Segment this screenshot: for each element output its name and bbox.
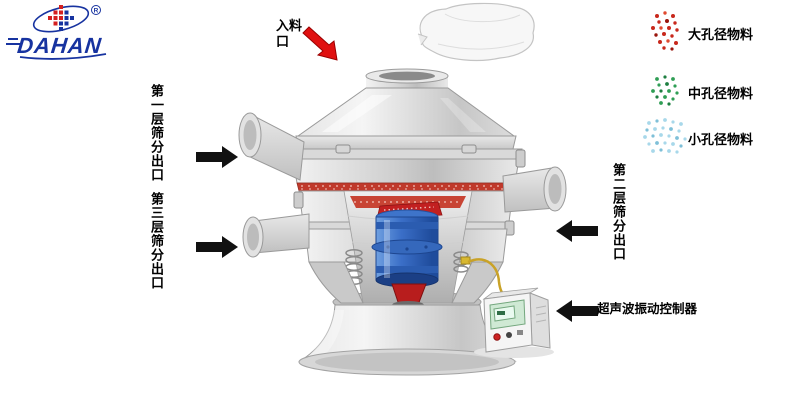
brand-name: DAHAN: [16, 33, 103, 58]
dahan-logo-art: R DAHAN: [6, 5, 107, 60]
label-controller: 超声波振动控制器: [597, 302, 698, 316]
outlet-layer3: [242, 213, 310, 258]
arrow-left-controller-icon: [556, 300, 598, 322]
label-outlet-layer3: 第三层筛分出口: [149, 192, 164, 290]
label-feed-inlet: 入料口: [276, 18, 303, 49]
large-particles-icon: [651, 11, 679, 51]
logo-swoosh-icon: [32, 5, 90, 33]
small-particles-icon: [643, 118, 687, 154]
arrow-right-layer3-icon: [196, 236, 238, 258]
legend-label-large: 大孔径物料: [688, 27, 754, 42]
feed-arrow-icon: [302, 26, 338, 61]
label-outlet-layer1: 第一层筛分出口: [149, 84, 164, 182]
outlet-layer1: [238, 112, 305, 181]
bottom-bowl: [308, 261, 504, 304]
logo-underline: [19, 53, 107, 60]
logo-speedline: [6, 43, 20, 45]
logo-speedline: [8, 38, 18, 40]
sieve-deck-1: [286, 144, 526, 184]
arrow-left-layer2-icon: [556, 220, 598, 242]
registered-mark: R: [94, 8, 99, 15]
ultrasonic-controller: [474, 287, 554, 358]
base-stand: [298, 304, 517, 376]
sieve-mesh-layer1: [296, 182, 516, 192]
dahan-logo: R DAHAN: [6, 2, 118, 62]
medium-particles-icon: [651, 75, 679, 106]
vibration-motor: [371, 201, 443, 288]
material-bag: [417, 2, 535, 62]
machine-cover: [295, 87, 517, 153]
outlet-layer2: [502, 166, 567, 213]
label-outlet-layer2: 第二层筛分出口: [611, 163, 626, 261]
logo-diamond-icon: [48, 5, 74, 31]
registered-mark-circle: [91, 5, 101, 15]
arrow-right-layer1-icon: [196, 146, 238, 168]
legend-label-medium: 中孔径物料: [688, 86, 754, 101]
legend-label-small: 小孔径物料: [688, 132, 754, 147]
